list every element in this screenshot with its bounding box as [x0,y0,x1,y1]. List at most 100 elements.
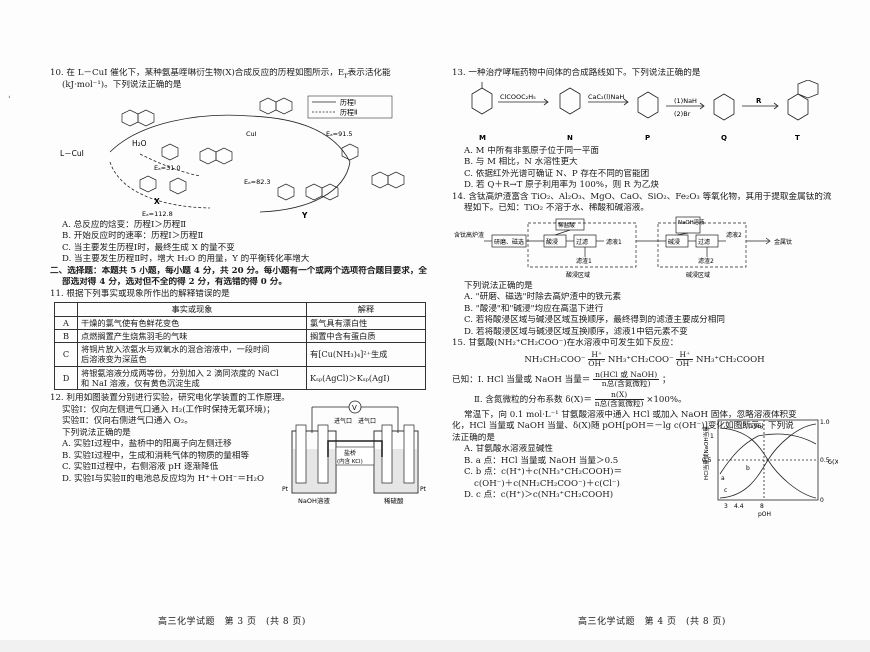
flow-naoh: NaOH溶液 [678,218,705,226]
q14-lead: 下列说法正确的是 [464,280,533,291]
y-label: Y [301,211,308,220]
flow-product: 金属钛 [774,238,792,246]
bottom-stripe [0,640,870,652]
q11-row-exp: Kₛₚ(AgCl)＞Kₛₚ(AgI) [306,365,426,391]
q11-row-key: A [54,315,78,330]
ea-823: Eₐ=82.3 [244,178,271,186]
q14-flow-chart: 含钛高炉渣 研磨、磁选 稀盐酸 酸浸 过滤 滤液1 滤渣1 NaOH溶液 碱浸 … [452,215,837,281]
flow-filter-1: 过滤 [576,238,588,246]
reagent-2: CaC₂(l)NaH [588,93,624,101]
graph-x-tick-44: 4.4 [734,503,744,510]
graph-x-label: pOH [758,511,771,518]
water-label: H₂O [132,139,147,148]
q10-mechanism-figure: 历程Ⅰ 历程Ⅱ [50,92,428,220]
q15-option-b: B. a 点：HCl 当量或 NaOH 当量＞0.5 [464,455,619,466]
point-b: b [746,465,750,472]
inlet-left-label: 进气口 [334,417,352,425]
q13-stem: 13. 一种治疗哮喘药物中间体的合成路线如下。下列说法正确的是 [452,68,701,78]
q11-row-key: C [54,342,78,367]
q14-option-b: B. "酸浸"和"碱浸"均应在高温下进行 [464,303,604,314]
naoh-solution-label: NaOH溶液 [298,496,330,505]
q12-block: 实验Ⅰ：仅向左侧进气口通入 H₂(工作时保持无氧环境)； 实验Ⅱ：仅向右侧进气口… [50,400,428,507]
q11-head-key [54,302,78,317]
legend-path-1: 历程Ⅰ [340,97,356,106]
q10-option-d: D. 当主要发生历程Ⅱ时，增大 H₂O 的用量，Y 的平衡转化率增大 [62,254,310,265]
q12-cell-figure: V 进气口 进气口 盐桥 [282,400,427,505]
q11-stem: 11. 根据下列事实或现象所作出的解释错误的是 [50,288,230,299]
graph-point-label: (3,0.96) [740,423,764,430]
ea-310: Eₐ=31.0 [154,164,181,172]
reagent-1: ClCOOC₂H₅ [500,93,536,101]
reagent-4: (2)Br [674,110,691,118]
point-a: a [721,475,725,482]
flow-residue-2: 滤渣2 [698,257,714,265]
legend-path-2: 历程Ⅱ [340,107,357,116]
flow-start: 含钛高炉渣 [454,231,484,239]
graph-y-left-label: HCl当量或NaOH当量 [702,426,710,480]
voltmeter-label: V [352,404,357,412]
label-t: T [795,134,800,142]
q14-option-c: C. 若将酸浸区域与碱浸区域互换顺序，最终得到的滤渣主要成分相同 [464,315,725,326]
table-row: C 将铜片放入浓氨水与双氧水的混合溶液中，一段时间后溶液变为深蓝色 有[Cu(N… [54,342,426,367]
section2-instructions-1: 二、选择题：本题共 5 小题，每小题 4 分，共 20 分。每小题有一个或两个选… [50,265,428,276]
q15-para-2: 化，HCl 当量或 NaOH 当量、δ(X)随 pOH[pOH＝－lg c(OH… [452,421,794,432]
q12-option-c: C. 实验Ⅱ过程中，右侧溶液 pH 逐渐降低 [62,462,219,473]
left-column: 10. 在 L－CuI 催化下，某种氨基喹啉衍生物(X)合成反应的历程如图所示，… [50,68,428,507]
margin-mark: ˈ [8,96,11,106]
q10-stem-line1: 10. 在 L－CuI 催化下，某种氨基喹啉衍生物(X)合成反应的历程如图所示，… [50,68,391,80]
q10-option-b: B. 开始反应时的速率：历程Ⅰ＞历程Ⅱ [62,231,204,242]
q12-line: 实验Ⅱ：仅向右侧进气口通入 O₂。 [62,416,193,427]
q13-option-b: B. 与 M 相比，N 水溶性更大 [464,157,578,168]
q11-table: 事实或现象 解释 A 干燥的氯气使有色鲜花变色 氯气具有漂白性 B 点燃搁置产生… [54,302,426,391]
label-n: N [567,134,573,142]
q15-option-c-cont: c(OH⁻)＋c(NH₂CH₂COO⁻)＋c(Cl⁻) [474,478,620,489]
table-row: B 点燃搁置产生烧焦羽毛的气味 搁置中含有蛋白质 [54,328,426,344]
q15-option-d: D. c 点：c(H⁺)＞c(NH₃⁺CH₂COOH) [464,490,614,501]
q11-row-fact: 将铜片放入浓氨水与双氧水的混合溶液中，一段时间后溶液变为深蓝色 [77,342,307,367]
label-m: M [479,134,486,142]
salt-bridge-label: 盐桥 [344,449,356,457]
graph-y-right-tick-05: 0.5 [820,457,830,464]
graph-y-right-tick-1: 1.0 [820,419,830,426]
q15-graph: HCl当量或NaOH当量 δ(X) 1.0 0.5 0 1 0.5 3 4.4 … [702,419,838,518]
q11-row-exp: 搁置中含有蛋白质 [306,328,426,344]
graph-x-tick-3: 3 [724,503,728,510]
reagent-r: R [756,97,762,105]
graph-x-tick-8: 8 [760,503,764,510]
point-c: c [724,487,727,494]
label-p: P [645,134,650,142]
q12-option-a: A. 实验Ⅰ过程中，盐桥中的阳离子向左侧迁移 [62,439,232,450]
flow-base-leach: 碱浸 [668,238,680,246]
q15-option-c: C. b 点：c(H⁺)＋c(NH₃⁺CH₂COOH)＝ [464,467,623,478]
q14-option-d: D. 若将酸浸区域与碱浸区域互换顺序，滤液1中铝元素不变 [464,326,688,337]
graph-y-right-label: δ(X) [828,458,838,466]
label-q: Q [721,134,727,142]
q10-option-a: A. 总反应的焓变：历程Ⅰ＞历程Ⅱ [62,219,187,230]
q15-equilibrium: NH₂CH₂COO⁻ H⁺OH⁻ NH₃⁺CH₂COO⁻ H⁺OH⁻ NH₃⁺C… [524,349,765,368]
q11-row-fact: 点燃搁置产生烧焦羽毛的气味 [77,328,307,344]
inlet-right-label: 进气口 [358,417,376,425]
q15-known-2: Ⅱ. 含氮微粒的分布系数 δ(X)＝ n(X)n总(含氮微粒) ×100%。 [474,389,687,408]
flow-grind: 研磨、磁选 [494,238,524,246]
q15-para-1: 常温下，向 0.1 mol·L⁻¹ 甘氨酸溶液中通入 HCl 或加入 NaOH … [464,409,797,420]
flow-zone-acid: 酸浸区域 [566,271,590,279]
ea-915: Eₐ=91.5 [326,130,353,138]
flow-filtrate-1: 滤液1 [606,238,622,246]
flow-zone-base: 碱浸区域 [686,271,710,279]
q11-row-key: D [54,365,78,391]
q12-line: 下列说法正确的是 [62,427,131,438]
q13-option-a: A. M 中所有非氢原子位于同一平面 [464,145,599,156]
equivalent-curve [719,433,817,475]
table-row: A 干燥的氯气使有色鲜花变色 氯气具有漂白性 [54,315,426,330]
flow-acid-leach: 酸浸 [546,238,558,246]
q11-row-exp: 氯气具有漂白性 [306,315,426,330]
ea-1128: Eₐ=112.8 [142,210,173,218]
q12-option-d: D. 实验Ⅰ与实验Ⅱ的电池总反应均为 H⁺＋OH⁻＝H₂O [62,473,265,484]
delta-curve-1 [719,427,817,499]
cui-label: CuI [246,130,257,138]
q15-options-block: A. 甘氨酸水溶液显碱性 B. a 点：HCl 当量或 NaOH 当量＞0.5 … [452,419,838,518]
salt-bridge-content: (内含 KCl) [337,457,363,465]
right-column: 13. 一种治疗哮喘药物中间体的合成路线如下。下列说法正确的是 [452,68,838,518]
